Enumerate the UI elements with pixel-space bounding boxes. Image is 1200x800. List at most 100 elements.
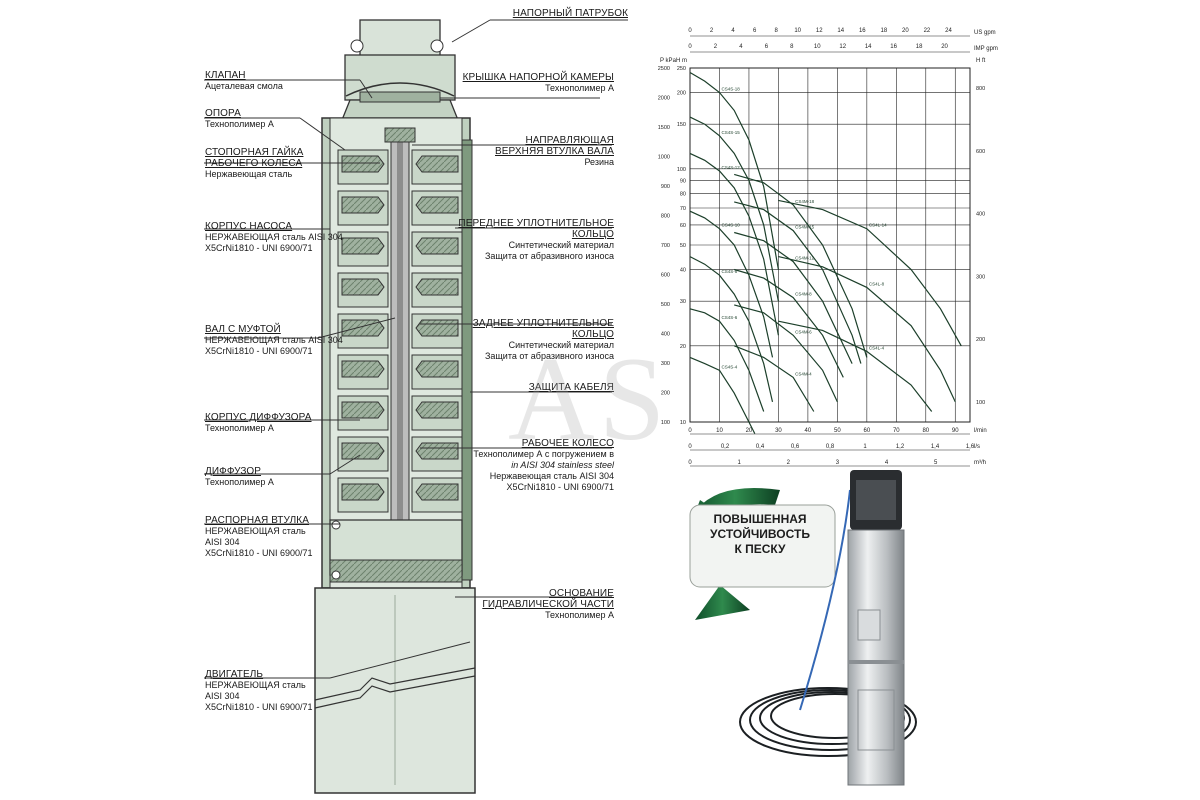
impeller-blade: [341, 483, 385, 501]
chart-left-tick-label: 1000: [658, 155, 670, 161]
chart-left2-tick-label: 50: [680, 243, 686, 249]
chart-curve-cs4s-15: [689, 116, 779, 302]
chart-curve-label: CS4S-10: [721, 223, 740, 228]
chart-left2-tick-label: 250: [677, 66, 686, 72]
chart-curve-label: CS4M-15: [795, 225, 815, 230]
chart-left-tick-label: 700: [661, 243, 670, 249]
chart-bottom-tick-label: 2: [787, 460, 791, 466]
badge-box: [689, 504, 836, 588]
chart-bottom-tick-label: 1,6: [966, 444, 975, 450]
impeller-blade: [415, 237, 459, 255]
label-rear-seal-ring: ЗАДНЕЕ УПЛОТНИТЕЛЬНОЕ КОЛЬЦО Синтетическ…: [472, 318, 614, 361]
chart-top-tick-label: 6: [753, 28, 757, 34]
chart-right-axis-unit: H ft: [976, 58, 986, 64]
chart-top-tick-label: 0: [688, 44, 692, 50]
chart-curve-label: CS4L-4: [869, 345, 885, 350]
chart-left-tick-label: 300: [661, 361, 670, 367]
label-shaft-coupling: ВАЛ С МУФТОЙ НЕРЖАВЕЮЩАЯ сталь AISI 304 …: [205, 324, 343, 356]
chart-curve-cs4l-8: [778, 256, 956, 403]
chart-bottom-axis-unit: l/s: [974, 444, 980, 450]
chart-bottom-tick-label: 3: [836, 460, 840, 466]
chart-left-tick-label: 1500: [658, 125, 670, 131]
chart-top-tick-label: 12: [816, 28, 823, 34]
chart-bottom-tick-label: 0,2: [721, 444, 730, 450]
chart-left-tick-label: 800: [661, 214, 670, 220]
chart-bottom-tick-label: 5: [934, 460, 938, 466]
chart-right-tick-label: 200: [976, 337, 985, 343]
impeller-stages: [337, 149, 463, 513]
chart-top-tick-label: 10: [794, 28, 801, 34]
chart-left-axis2-unit: H m: [676, 58, 687, 64]
cable-coil: [739, 687, 917, 757]
right-leader-lines: [412, 19, 628, 598]
label-diffuser-casing: КОРПУС ДИФФУЗОРА Технополимер А: [205, 412, 312, 433]
chart-curve-label: CS4S-18: [721, 87, 740, 92]
chart-left-tick-label: 2000: [658, 96, 670, 102]
label-upper-shaft-bushing: НАПРАВЛЯЮЩАЯ ВЕРХНЯЯ ВТУЛКА ВАЛА Резина: [495, 135, 614, 167]
chart-curve-label: CS4L-14: [869, 223, 887, 228]
impeller-blade: [415, 319, 459, 337]
chart-left2-tick-label: 200: [677, 91, 686, 97]
chart-left2-tick-label: 80: [680, 191, 686, 197]
label-valve: КЛАПАН Ацеталевая смола: [205, 70, 283, 91]
chart-left-tick-label: 900: [661, 184, 670, 190]
chart-bottom-tick-label: 70: [893, 428, 900, 434]
chart-right-tick-label: 600: [976, 149, 985, 155]
chart-right-tick-label: 300: [976, 274, 985, 280]
chart-right-tick-label: 100: [976, 400, 985, 406]
impeller-blade: [415, 360, 459, 378]
impeller-blade: [415, 278, 459, 296]
impeller-blade: [341, 401, 385, 419]
chart-curve-label: CS4S-12: [721, 165, 740, 170]
motor-body: [314, 587, 476, 794]
chart-bottom-tick-label: 0,6: [791, 444, 800, 450]
impeller-blade: [341, 442, 385, 460]
impeller-blade: [341, 155, 385, 173]
impeller-blade: [415, 483, 459, 501]
chart-left2-tick-label: 60: [680, 223, 686, 229]
chart-top-tick-label: 10: [814, 44, 821, 50]
chart-top-tick-label: 22: [924, 28, 931, 34]
chart-bottom-tick-label: 60: [863, 428, 870, 434]
chart-bottom-tick-label: 1,2: [896, 444, 905, 450]
check-valve: [345, 82, 455, 103]
chart-curve-label: CS4S-15: [721, 130, 740, 135]
chart-top-tick-label: 0: [688, 28, 692, 34]
chart-top-tick-label: 18: [916, 44, 923, 50]
chart-bottom-tick-label: 0: [688, 460, 692, 466]
chart-top-tick-label: 20: [941, 44, 948, 50]
chart-top-tick-label: 2: [710, 28, 714, 34]
chart-bottom-tick-label: 0: [688, 428, 692, 434]
chart-curve-cs4l-4: [778, 320, 933, 412]
chart-top-tick-label: 12: [839, 44, 846, 50]
chart-left-tick-label: 200: [661, 391, 670, 397]
pump-photo: [847, 470, 905, 786]
label-support: ОПОРА Технополимер А: [205, 108, 274, 129]
chart-curve-cs4s-8: [689, 256, 774, 403]
product-illustration: [689, 470, 917, 786]
chart-bottom-tick-label: 10: [716, 428, 723, 434]
watermark: AS: [508, 332, 670, 465]
chart-left-tick-label: 100: [661, 420, 670, 426]
impeller-blade: [415, 442, 459, 460]
chart-bottom-tick-label: 80: [922, 428, 929, 434]
chart-left2-tick-label: 70: [680, 206, 686, 212]
chart-curve-cs4m-12: [734, 231, 853, 364]
chart-left-tick-label: 2500: [658, 66, 670, 72]
chart-bottom-tick-label: 20: [746, 428, 753, 434]
chart-top-tick-label: 14: [837, 28, 844, 34]
chart-left-tick-label: 400: [661, 332, 670, 338]
chart-left2-tick-label: 30: [680, 299, 686, 305]
chart-curve-cs4s-10: [689, 210, 774, 358]
label-discharge-chamber-cover: КРЫШКА НАПОРНОЙ КАМЕРЫ Технополимер А: [462, 72, 614, 93]
chart-top-tick-label: 6: [765, 44, 769, 50]
chart-top-tick-label: 2: [714, 44, 718, 50]
chart-top-tick-label: 4: [731, 28, 735, 34]
chart-left2-tick-label: 20: [680, 344, 686, 350]
chart-curve-label: CS4M-4: [795, 371, 812, 376]
chart-bottom-tick-label: 40: [805, 428, 812, 434]
chart-left-axis-unit: P kPa: [660, 58, 677, 64]
chart-bottom-tick-label: 1,4: [931, 444, 940, 450]
